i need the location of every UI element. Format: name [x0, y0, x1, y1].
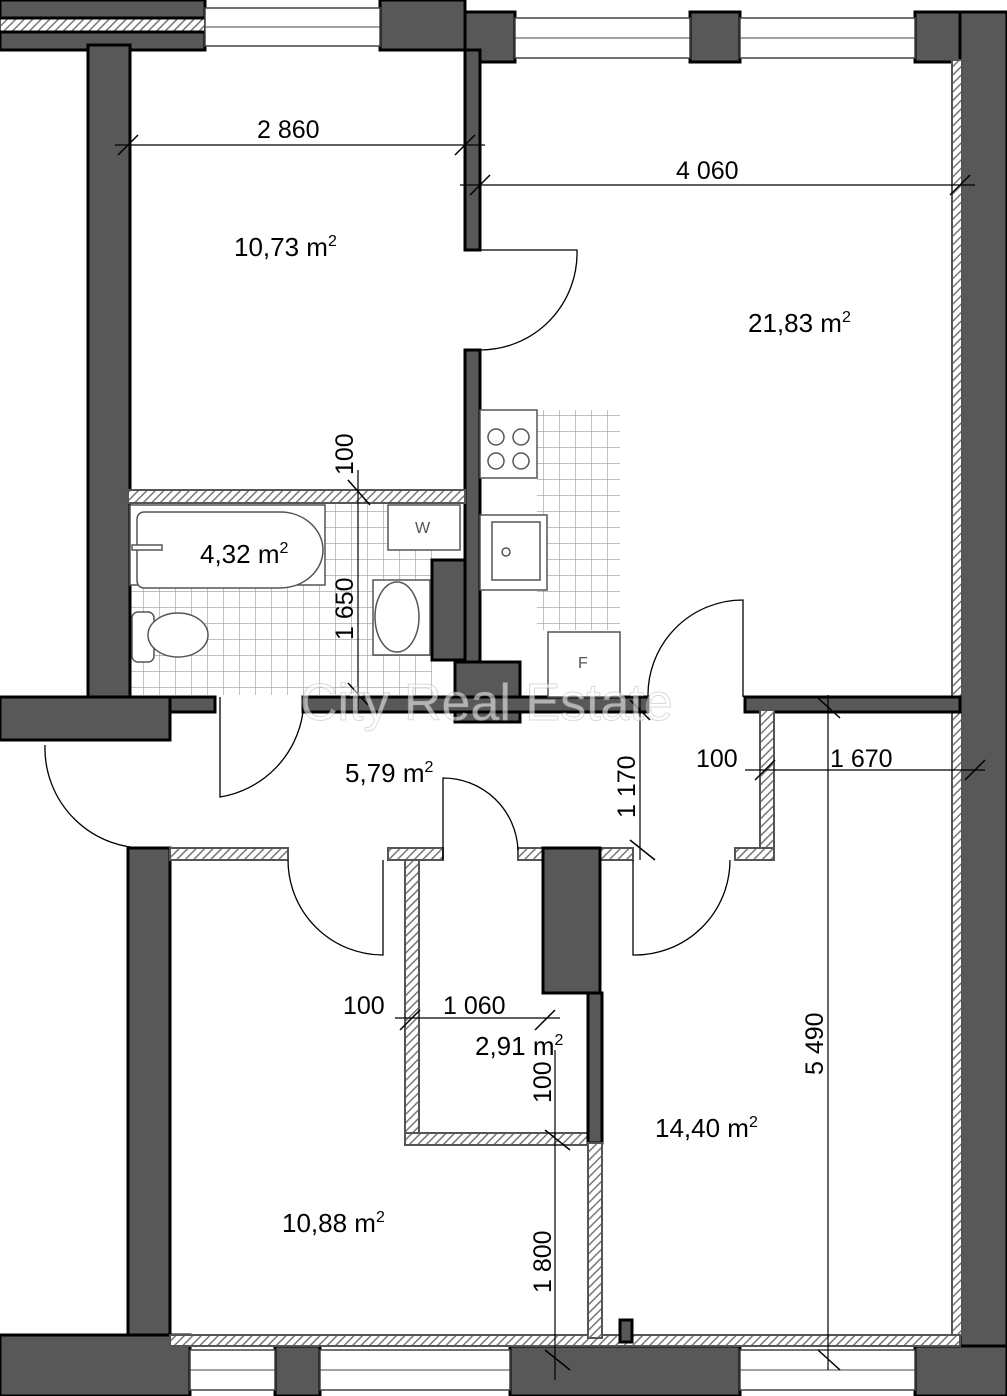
bathroom-sink [372, 579, 431, 656]
room-area-hallway: 5,79 m2 [345, 758, 434, 788]
dimension-label: 100 [696, 745, 738, 773]
dimension-label: 1 170 [613, 755, 641, 818]
dimension-label: 100 [529, 1061, 557, 1103]
dimension-label: 1 060 [443, 992, 506, 1020]
doors [44, 249, 744, 956]
dimension-label: 100 [343, 992, 385, 1020]
toilet [131, 611, 209, 663]
dimension-label: 2 860 [257, 116, 320, 144]
stove [479, 409, 538, 479]
dimension-label: 5 490 [801, 1012, 829, 1075]
washing-machine: W [387, 504, 461, 551]
dimension-label: 1 650 [331, 577, 359, 640]
fridge: F [547, 631, 621, 698]
room-area-living-kitchen: 21,83 m2 [748, 308, 851, 338]
dimension-label: 100 [331, 433, 359, 475]
dimension-label: 1 670 [830, 745, 893, 773]
interior-walls [127, 48, 962, 1344]
dimension-lines [115, 134, 986, 1380]
washer-label: W [415, 520, 431, 537]
room-area-storage: 2,91 m2 [475, 1031, 564, 1061]
room-area-bedroom-right: 14,40 m2 [655, 1113, 758, 1143]
kitchen-tiles [537, 410, 620, 630]
bathtub [129, 504, 326, 589]
room-area-bathroom: 4,32 m2 [200, 539, 289, 569]
kitchen-sink [479, 514, 548, 591]
watermark: City Real Estate [300, 674, 673, 732]
dimension-label: 4 060 [676, 157, 739, 185]
fridge-label: F [578, 655, 588, 672]
room-area-bedroom-bottom: 10,88 m2 [282, 1208, 385, 1238]
dimension-label: 1 800 [529, 1230, 557, 1293]
room-area-bedroom-top: 10,73 m2 [234, 232, 337, 262]
